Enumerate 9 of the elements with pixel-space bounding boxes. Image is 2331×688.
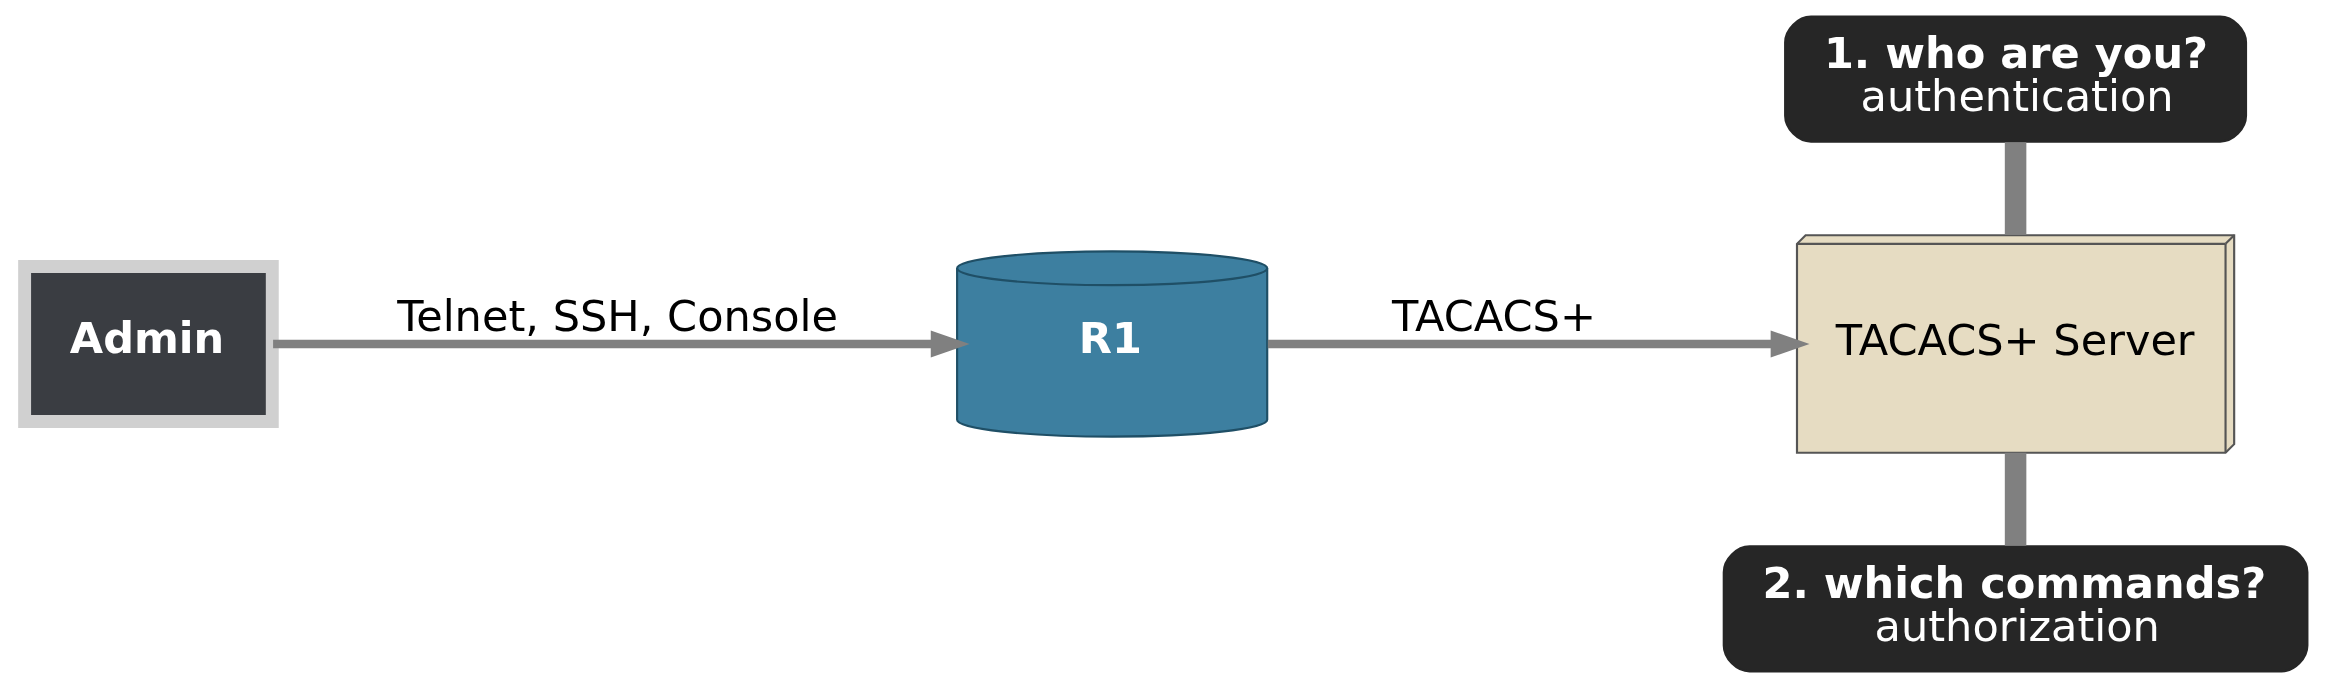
edge-label: TACACS+ — [1391, 291, 1596, 342]
connector — [2004, 452, 2026, 546]
node-box: 1. who are you? authentication — [1783, 15, 2247, 143]
node-box: Admin — [17, 260, 279, 428]
arrow — [1267, 330, 1810, 358]
edge-label: Telnet, SSH, Console — [396, 291, 838, 342]
connector — [2004, 142, 2026, 235]
arrow — [272, 330, 970, 358]
node-box: 2. which commands? authorization — [1722, 545, 2308, 673]
